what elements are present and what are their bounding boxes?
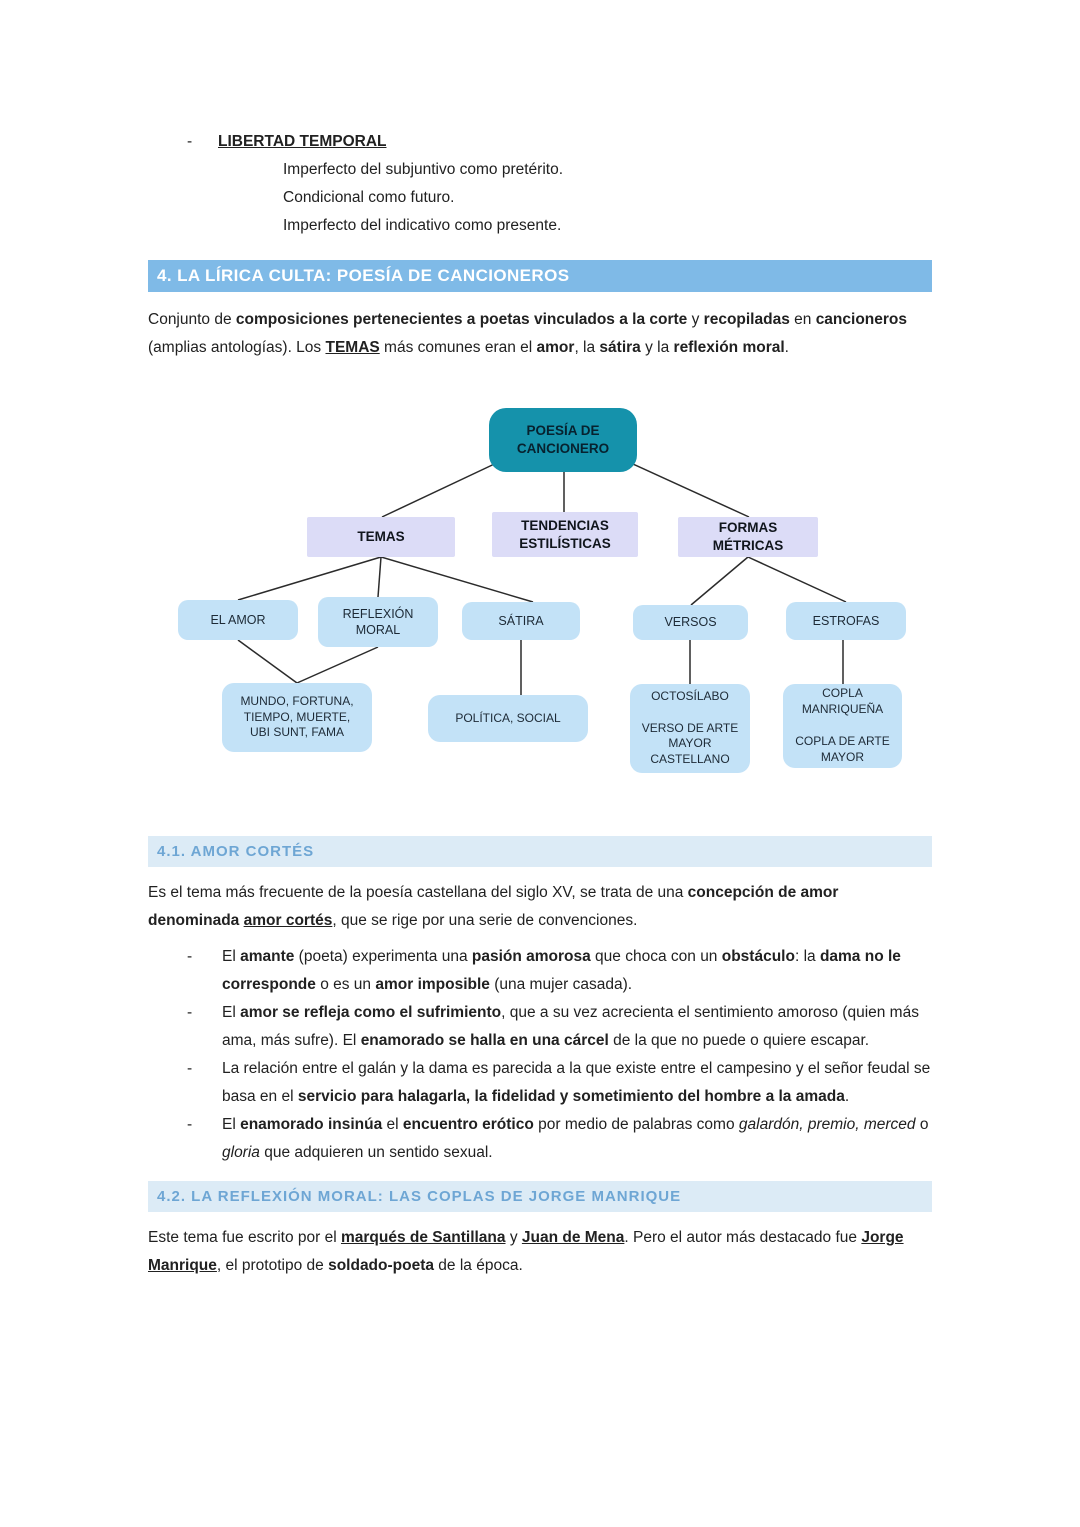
connector-lines [237,458,847,695]
bullet-item: - El amor se refleja como el sufrimiento… [148,999,932,1055]
node-satira: SÁTIRA [462,602,580,640]
node-tendencias-estilisticas: TENDENCIAS ESTILÍSTICAS [492,512,638,557]
node-versos: VERSOS [633,605,748,640]
section-4-1-header: 4.1. AMOR CORTÉS [148,836,932,867]
node-formas-metricas: FORMAS MÉTRICAS [678,517,818,557]
section-4-1-intro: Es el tema más frecuente de la poesía ca… [148,884,839,929]
node-temas: TEMAS [307,517,455,557]
list-item-libertad-temporal: - LIBERTAD TEMPORAL [148,128,932,156]
node-copla-manriquena: COPLA MANRIQUEÑA COPLA DE ARTE MAYOR [783,684,902,768]
node-octosilabo: OCTOSÍLABO VERSO DE ARTE MAYOR CASTELLAN… [630,684,750,773]
node-mundo-fortuna: MUNDO, FORTUNA, TIEMPO, MUERTE, UBI SUNT… [222,683,372,752]
bullet-dash: - [187,133,193,150]
bullet-text: El enamorado insinúa el encuentro erótic… [222,1116,929,1161]
amor-cortes-bullet-list: - El amante (poeta) experimenta una pasi… [148,943,932,1167]
bullet-dash: - [187,1116,193,1133]
section-4-intro: Conjunto de composiciones pertenecientes… [148,311,907,356]
bullet-item: - El amante (poeta) experimenta una pasi… [148,943,932,999]
sub-item: Imperfecto del indicativo como presente. [283,217,562,234]
node-reflexion-moral: REFLEXIÓN MORAL [318,597,438,647]
section-4-header: 4. LA LÍRICA CULTA: POESÍA DE CANCIONERO… [148,260,932,292]
section-4-2-intro: Este tema fue escrito por el marqués de … [148,1229,904,1274]
bullet-text: El amor se refleja como el sufrimiento, … [222,1004,919,1049]
libertad-temporal-title: LIBERTAD TEMPORAL [218,133,387,150]
node-el-amor: EL AMOR [178,600,298,640]
bullet-dash: - [187,948,193,965]
bullet-dash: - [187,1060,193,1077]
concept-map: POESÍA DE CANCIONERO TEMAS TENDENCIAS ES… [0,395,1080,800]
node-politica-social: POLÍTICA, SOCIAL [428,695,588,742]
sub-item: Imperfecto del subjuntivo como pretérito… [283,161,563,178]
sub-item: Condicional como futuro. [283,189,455,206]
libertad-temporal-sublist: Imperfecto del subjuntivo como pretérito… [283,156,932,240]
bullet-item: - El enamorado insinúa el encuentro erót… [148,1111,932,1167]
bullet-text: El amante (poeta) experimenta una pasión… [222,948,901,993]
bullet-item: - La relación entre el galán y la dama e… [148,1055,932,1111]
node-estrofas: ESTROFAS [786,602,906,640]
bullet-dash: - [187,1004,193,1021]
node-poesia-de-cancionero: POESÍA DE CANCIONERO [489,408,637,472]
bullet-text: La relación entre el galán y la dama es … [222,1060,931,1105]
section-4-2-header: 4.2. LA REFLEXIÓN MORAL: LAS COPLAS DE J… [148,1181,932,1212]
